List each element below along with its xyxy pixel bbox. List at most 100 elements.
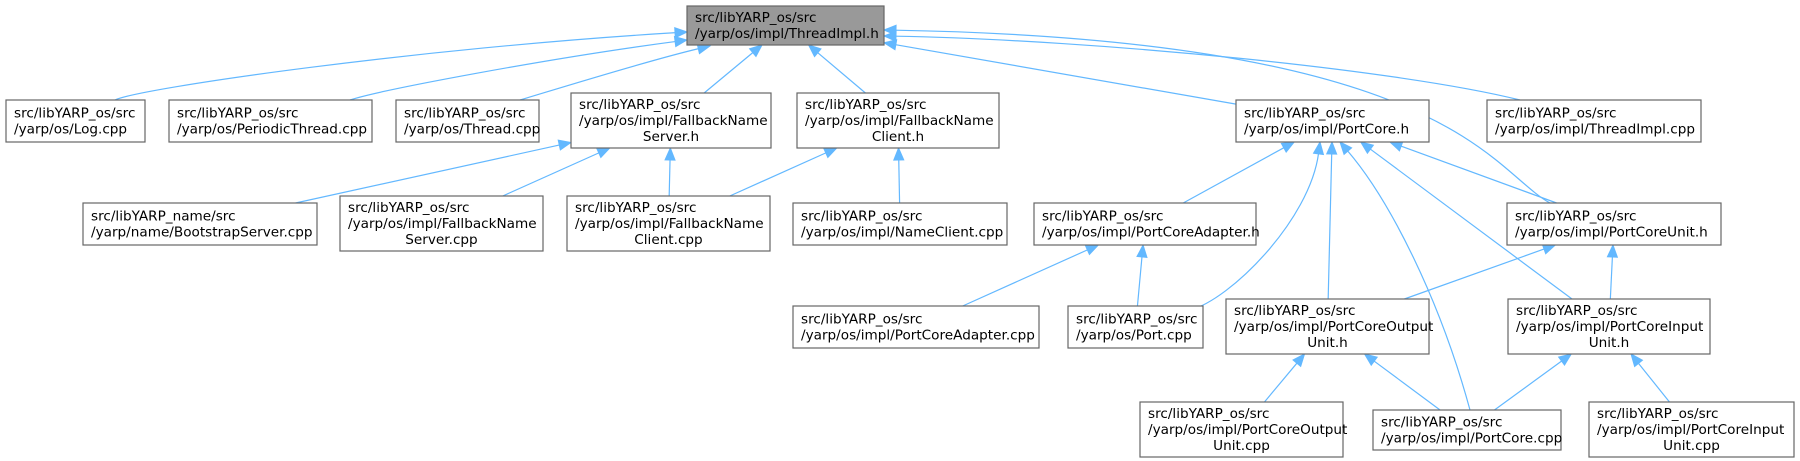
file-node-fallback-name-client-cpp[interactable]: src/libYARP_os/src/yarp/os/impl/Fallback… xyxy=(566,195,771,252)
edge-line xyxy=(1400,145,1557,204)
edge-arrowhead xyxy=(1312,140,1325,156)
node-label-line: /yarp/os/impl/FallbackName xyxy=(575,216,764,232)
node-label-line: Server.cpp xyxy=(405,232,477,248)
edge-line xyxy=(519,47,700,101)
file-node-bootstrap-server-cpp[interactable]: src/libYARP_name/src/yarp/name/Bootstrap… xyxy=(82,202,318,246)
node-label-line: src/libYARP_os/src xyxy=(177,106,298,122)
node-box xyxy=(1235,99,1430,143)
edge-line xyxy=(1373,360,1441,411)
file-node-port-core-output-unit-h[interactable]: src/libYARP_os/src/yarp/os/impl/PortCore… xyxy=(1225,298,1433,355)
edge-line xyxy=(502,151,600,197)
dependency-edge-fallback-name-client-cpp-to-fallback-name-server-h xyxy=(664,146,676,197)
node-box xyxy=(1372,409,1562,451)
node-box xyxy=(1588,401,1795,458)
node-label-line: src/libYARP_os/src xyxy=(801,312,922,328)
node-label-line: Unit.cpp xyxy=(1213,438,1270,454)
edge-line xyxy=(816,51,866,94)
file-node-periodic-thread-cpp[interactable]: src/libYARP_os/src/yarp/os/PeriodicThrea… xyxy=(168,99,373,143)
file-node-port-cpp[interactable]: src/libYARP_os/src/yarp/os/Port.cpp xyxy=(1067,305,1204,349)
node-label-line: src/libYARP_os/src xyxy=(1234,303,1355,319)
edge-line xyxy=(1369,148,1573,300)
node-label-line: /yarp/os/impl/PortCoreOutput xyxy=(1234,319,1433,335)
node-label-line: Unit.cpp xyxy=(1663,438,1720,454)
edge-line xyxy=(1404,248,1546,300)
node-label-line: /yarp/os/impl/PortCoreInput xyxy=(1516,319,1703,335)
node-label-line: src/libYARP_name/src xyxy=(91,209,236,225)
node-label-line: src/libYARP_os/src xyxy=(1515,209,1636,225)
dependency-edge-port-core-adapter-cpp-to-port-core-adapter-h xyxy=(962,244,1100,307)
file-node-thread-impl-cpp[interactable]: src/libYARP_os/src/yarp/os/impl/ThreadIm… xyxy=(1486,99,1702,143)
node-label-line: /yarp/os/Log.cpp xyxy=(14,122,127,138)
file-node-thread-cpp[interactable]: src/libYARP_os/src/yarp/os/Thread.cpp xyxy=(395,99,540,143)
dependency-edge-port-cpp-to-port-core-adapter-h xyxy=(1136,243,1148,307)
edge-line xyxy=(729,151,827,197)
edge-arrowhead xyxy=(748,44,763,58)
file-node-port-core-adapter-h[interactable]: src/libYARP_os/src/yarp/os/impl/PortCore… xyxy=(1033,202,1260,246)
file-node-port-core-output-unit-cpp[interactable]: src/libYARP_os/src/yarp/os/impl/PortCore… xyxy=(1139,401,1347,458)
node-label-line: src/libYARP_os/src xyxy=(1042,209,1163,225)
node-label-line: /yarp/os/impl/PortCoreAdapter.cpp xyxy=(801,328,1035,344)
node-layer: src/libYARP_os/src/yarp/os/impl/ThreadIm… xyxy=(5,5,1795,458)
node-label-line: Client.h xyxy=(872,129,924,145)
file-node-fallback-name-server-h[interactable]: src/libYARP_os/src/yarp/os/impl/Fallback… xyxy=(570,92,772,149)
node-label-line: /yarp/os/impl/FallbackName xyxy=(805,113,994,129)
edge-arrowhead xyxy=(882,39,898,51)
edge-arrowhead xyxy=(673,35,689,48)
dependency-edge-fallback-name-server-h-to-thread-impl-h xyxy=(703,44,763,94)
node-box xyxy=(1033,202,1257,246)
dependency-edge-bootstrap-server-cpp-to-fallback-name-server-h xyxy=(295,139,573,204)
node-label-line: /yarp/os/impl/ThreadImpl.cpp xyxy=(1495,122,1695,138)
edge-line xyxy=(295,144,561,204)
node-label-line: src/libYARP_os/src xyxy=(1516,303,1637,319)
dependency-edge-port-core-unit-h-to-port-core-h xyxy=(1388,140,1557,204)
file-node-port-core-input-unit-h[interactable]: src/libYARP_os/src/yarp/os/impl/PortCore… xyxy=(1507,298,1711,355)
node-label-line: /yarp/os/Port.cpp xyxy=(1076,328,1192,344)
edge-line xyxy=(114,32,677,101)
edge-arrowhead xyxy=(1363,353,1379,367)
node-box xyxy=(1225,298,1430,355)
edge-arrowhead xyxy=(595,147,611,159)
edge-arrowhead xyxy=(664,146,676,161)
node-label-line: src/libYARP_os/src xyxy=(579,97,700,113)
dependency-edge-port-core-output-unit-h-to-port-core-unit-h xyxy=(1404,243,1557,300)
dependency-edge-port-core-cpp-to-port-core-input-unit-h xyxy=(1494,353,1573,411)
file-node-port-core-cpp[interactable]: src/libYARP_os/src/yarp/os/impl/PortCore… xyxy=(1372,409,1562,451)
node-label-line: /yarp/os/impl/PortCoreAdapter.h xyxy=(1042,225,1260,241)
edge-line xyxy=(894,35,1521,101)
node-label-line: src/libYARP_os/src xyxy=(14,106,135,122)
edge-line xyxy=(1494,359,1563,411)
edge-arrowhead xyxy=(557,139,573,151)
file-node-port-core-h[interactable]: src/libYARP_os/src/yarp/os/impl/PortCore… xyxy=(1235,99,1430,143)
node-box xyxy=(792,305,1040,349)
edge-line xyxy=(894,43,1237,105)
node-label-line: /yarp/os/impl/PortCore.cpp xyxy=(1381,431,1562,447)
edge-line xyxy=(1637,362,1670,403)
edge-arrowhead xyxy=(1136,243,1148,258)
file-node-port-core-input-unit-cpp[interactable]: src/libYARP_os/src/yarp/os/impl/PortCore… xyxy=(1588,401,1795,458)
node-label-line: Unit.h xyxy=(1307,335,1348,351)
dependency-edge-port-core-input-unit-h-to-port-core-h xyxy=(1359,141,1573,300)
node-box xyxy=(1506,202,1722,246)
node-box xyxy=(796,92,1000,149)
node-box xyxy=(792,202,1008,246)
file-node-thread-impl-h[interactable]: src/libYARP_os/src/yarp/os/impl/ThreadIm… xyxy=(686,5,885,46)
dependency-edge-fallback-name-server-cpp-to-fallback-name-server-h xyxy=(502,147,611,197)
dependency-edge-port-core-output-unit-cpp-to-port-core-output-unit-h xyxy=(1263,353,1306,403)
dependency-edge-thread-cpp-to-thread-impl-h xyxy=(519,43,712,101)
file-node-fallback-name-server-cpp[interactable]: src/libYARP_os/src/yarp/os/impl/Fallback… xyxy=(339,195,544,252)
edge-line xyxy=(1263,362,1298,403)
edge-arrowhead xyxy=(807,44,822,58)
file-node-log-cpp[interactable]: src/libYARP_os/src/yarp/os/Log.cpp xyxy=(5,99,146,143)
dependency-edge-fallback-name-client-h-to-thread-impl-h xyxy=(807,44,866,94)
node-label-line: src/libYARP_os/src xyxy=(404,106,525,122)
file-node-port-core-adapter-cpp[interactable]: src/libYARP_os/src/yarp/os/impl/PortCore… xyxy=(792,305,1040,349)
node-label-line: /yarp/os/impl/PortCoreOutput xyxy=(1148,422,1347,438)
file-node-name-client-cpp[interactable]: src/libYARP_os/src/yarp/os/impl/NameClie… xyxy=(792,202,1008,246)
edge-arrowhead xyxy=(1630,352,1644,368)
node-label-line: /yarp/os/impl/PortCoreInput xyxy=(1597,422,1784,438)
node-label-line: /yarp/os/Thread.cpp xyxy=(404,122,540,138)
file-node-port-core-unit-h[interactable]: src/libYARP_os/src/yarp/os/impl/PortCore… xyxy=(1506,202,1722,246)
node-label-line: /yarp/os/PeriodicThread.cpp xyxy=(177,122,367,138)
file-node-fallback-name-client-h[interactable]: src/libYARP_os/src/yarp/os/impl/Fallback… xyxy=(796,92,1000,149)
